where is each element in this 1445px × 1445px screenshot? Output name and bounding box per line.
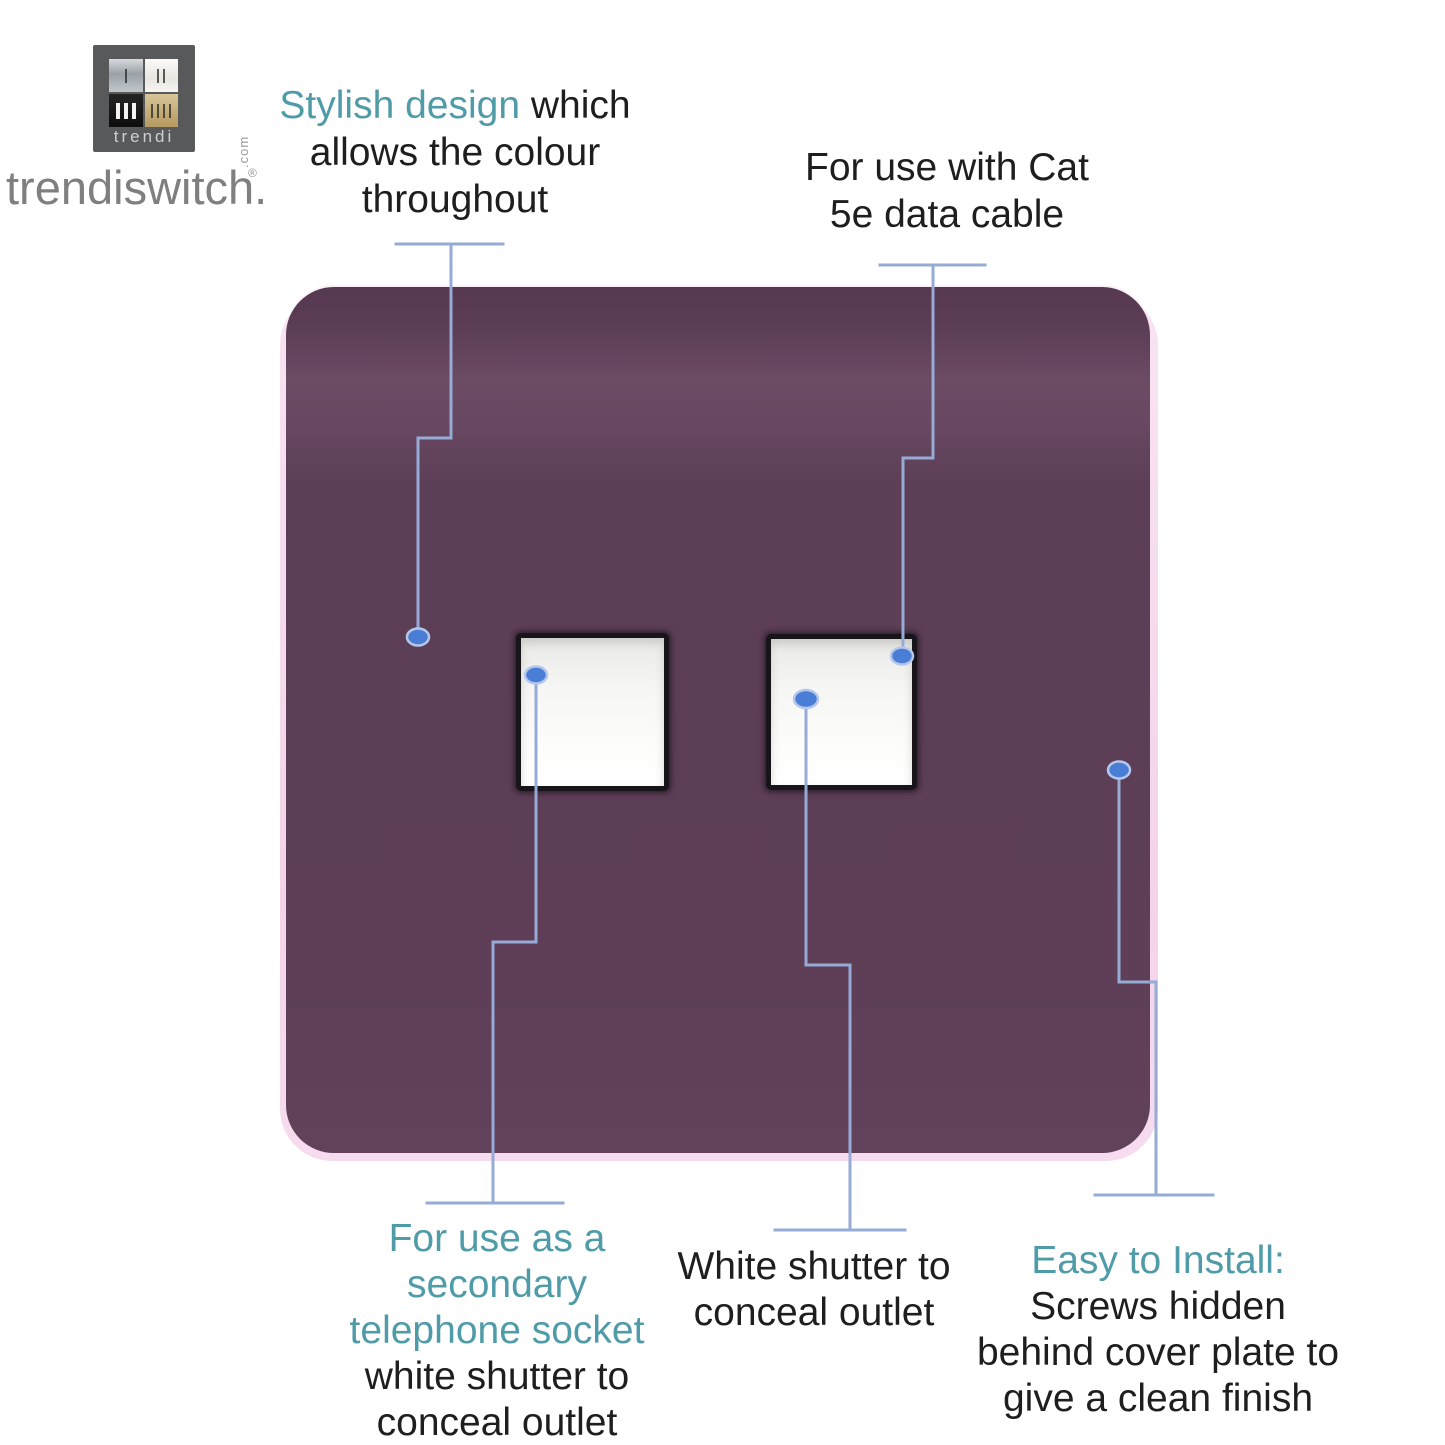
switch-slit-icon: [124, 68, 127, 83]
brand-wordmark-com: .com: [236, 135, 251, 168]
annotation-heading: Easy to Install:: [1031, 1239, 1285, 1282]
switch-slit-icon: [163, 103, 166, 118]
annotation-text: which: [520, 84, 631, 127]
annotation-line: White shutter to: [677, 1245, 951, 1288]
annotation-line: white shutter to: [364, 1355, 630, 1398]
switch-bar-icon: [115, 102, 120, 119]
socket-shutter-left: [516, 633, 669, 791]
annotation-line: For use with Cat: [805, 146, 1089, 189]
annotation-line: behind cover plate to: [976, 1331, 1340, 1374]
annotation-white-shutter: White shutter to conceal outlet: [677, 1244, 950, 1336]
brand-logo: trendi: [93, 45, 195, 152]
logo-trendi-label: trendi: [113, 127, 175, 146]
annotation-stylish-design: Stylish design which allows the colour t…: [279, 82, 630, 223]
annotation-line: throughout: [361, 178, 549, 221]
switch-slit-icon: [169, 103, 172, 118]
socket-shutter-right: [766, 634, 917, 790]
logo-tile-black-switch-icon: [109, 94, 143, 127]
annotation-line: 5e data cable: [829, 193, 1065, 236]
annotation-cat5e: For use with Cat 5e data cable: [805, 144, 1089, 238]
switch-slit-icon: [157, 68, 160, 83]
annotation-line: conceal outlet: [376, 1401, 618, 1444]
logo-switch-grid: [109, 59, 178, 127]
logo-tile-silver-switch-icon: [109, 59, 143, 92]
registered-trademark-icon: ®: [248, 166, 257, 180]
wall-plate: [286, 287, 1150, 1153]
annotation-line: For use as a: [388, 1217, 606, 1260]
annotation-line: Screws hidden: [1030, 1285, 1286, 1328]
switch-bar-icon: [123, 102, 128, 119]
switch-bar-icon: [131, 102, 136, 119]
brand-wordmark: trendiswitch.: [6, 161, 268, 214]
annotation-line: conceal outlet: [693, 1291, 935, 1334]
switch-slit-icon: [157, 103, 160, 118]
logo-tile-gold-switch-icon: [144, 94, 178, 127]
annotation-line: give a clean finish: [1002, 1377, 1314, 1420]
annotation-line: telephone socket: [349, 1309, 645, 1352]
annotation-line: Stylish design which: [279, 82, 630, 129]
switch-slit-icon: [163, 68, 166, 83]
switch-slit-icon: [151, 103, 154, 118]
annotation-line: allows the colour: [309, 131, 601, 174]
logo-tile-white-switch-icon: [144, 59, 178, 92]
annotation-highlight: Stylish design: [279, 84, 521, 127]
annotation-secondary-socket: For use as a secondary telephone socket …: [350, 1216, 645, 1445]
annotation-easy-install: Easy to Install: Screws hidden behind co…: [977, 1238, 1339, 1422]
annotation-line: secondary: [407, 1263, 587, 1306]
